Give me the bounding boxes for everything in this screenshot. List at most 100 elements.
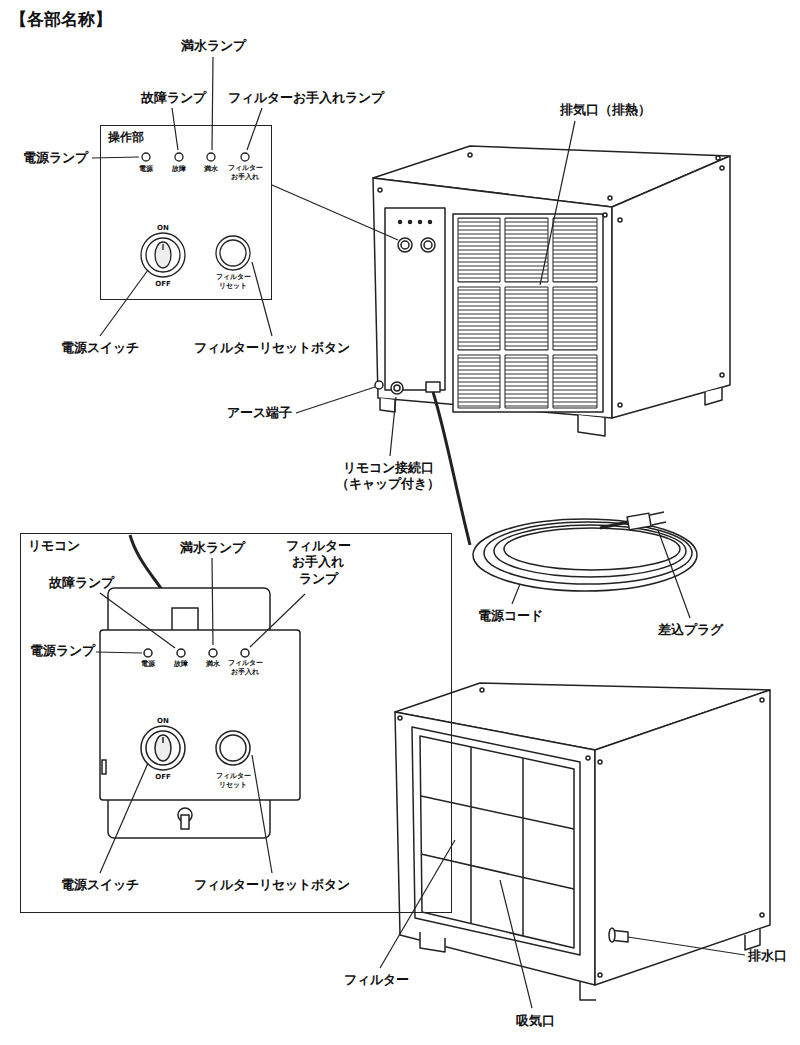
drawing-part bbox=[209, 649, 217, 657]
drawing-part bbox=[162, 737, 164, 743]
button-label: フィルター リセット bbox=[213, 273, 253, 291]
drawing-part bbox=[220, 735, 246, 761]
inset-heading: リモコン bbox=[21, 534, 87, 558]
callout-label: 吸気口 bbox=[516, 1013, 555, 1029]
drawing-part bbox=[433, 392, 470, 545]
callout-label: アース端子 bbox=[227, 405, 292, 421]
callout-label: フィルターリセットボタン bbox=[194, 340, 350, 356]
lamp-label: フィルター お手入れ bbox=[225, 164, 265, 182]
callout-label: 排水口 bbox=[748, 948, 787, 964]
drawing-part bbox=[146, 731, 180, 765]
callout-label: 満水ランプ bbox=[181, 38, 246, 54]
drawing-part bbox=[608, 196, 612, 200]
drawing-part bbox=[760, 913, 764, 917]
drawing-part bbox=[373, 178, 612, 418]
drawing-part bbox=[627, 513, 651, 530]
drawing-part bbox=[553, 218, 597, 282]
main-unit bbox=[373, 146, 730, 591]
drawing-part bbox=[603, 213, 607, 217]
drawing-part bbox=[609, 928, 615, 942]
drawing-part bbox=[420, 932, 445, 952]
drawing-part bbox=[100, 630, 300, 800]
drawing-part bbox=[426, 382, 440, 392]
drawing-part bbox=[220, 240, 246, 266]
drawing-part bbox=[628, 937, 745, 955]
drawing-part bbox=[247, 108, 262, 150]
drawing-part bbox=[512, 584, 520, 604]
drawing-part bbox=[618, 218, 622, 222]
drawing-part bbox=[553, 355, 597, 408]
drawing-part bbox=[96, 652, 142, 653]
drawing-part bbox=[142, 153, 150, 161]
drawing-part bbox=[760, 698, 764, 702]
switch-mark: ON bbox=[157, 224, 169, 233]
lamp-label: 満水 bbox=[206, 660, 220, 669]
drawing-part bbox=[412, 727, 580, 955]
callout-label: 電源ランプ bbox=[23, 150, 88, 166]
drawing-part bbox=[399, 221, 402, 224]
callout-label: 電源ランプ bbox=[30, 643, 95, 659]
callout-label: 排気口（排熱） bbox=[560, 102, 651, 118]
drawing-part bbox=[162, 244, 163, 250]
lamp-label: 満水 bbox=[204, 165, 218, 174]
drawing-part bbox=[100, 593, 175, 648]
drawing-part bbox=[252, 262, 272, 336]
drawing-part bbox=[505, 355, 548, 408]
drawing-part bbox=[395, 712, 595, 985]
drawing-part bbox=[540, 121, 575, 285]
callout-label: 故障ランプ bbox=[49, 575, 114, 591]
drawing-part bbox=[458, 218, 597, 408]
drawing-part bbox=[553, 287, 597, 350]
remote-detail bbox=[100, 535, 300, 838]
drawing-part bbox=[155, 242, 171, 268]
drawing-part bbox=[745, 929, 760, 950]
drawing-part bbox=[216, 236, 250, 270]
drawing-part bbox=[720, 166, 724, 170]
drawing-part bbox=[419, 221, 422, 224]
diagram-title: 【各部名称】 bbox=[10, 8, 112, 31]
lamp-label: 電源 bbox=[139, 165, 153, 174]
drawing-part bbox=[207, 153, 215, 161]
drawing-part bbox=[212, 558, 213, 645]
drawing-part bbox=[421, 238, 435, 252]
drawing-part bbox=[172, 108, 178, 150]
drawing-part bbox=[429, 221, 432, 224]
drawing-part bbox=[500, 880, 532, 1008]
drawing-part bbox=[181, 815, 189, 829]
drawing-part bbox=[380, 398, 395, 412]
drawing-part bbox=[102, 760, 106, 774]
drawing-part bbox=[241, 649, 249, 657]
drawing-part bbox=[175, 153, 183, 161]
drawing-part bbox=[394, 385, 400, 391]
callout-label: 差込プラグ bbox=[658, 622, 723, 638]
drawing-part bbox=[716, 156, 720, 160]
drawing-part bbox=[380, 840, 455, 968]
drawing-part bbox=[586, 756, 590, 760]
drawing-part bbox=[155, 735, 171, 761]
callout-label: フィルターお手入れランプ bbox=[228, 90, 384, 106]
callout-label: 電源スイッチ bbox=[61, 877, 139, 893]
drawing-part bbox=[595, 690, 770, 985]
drawing-part bbox=[705, 388, 722, 405]
drawing-part bbox=[505, 287, 548, 350]
lamp-label: 故障 bbox=[174, 660, 188, 669]
switch-mark: OFF bbox=[155, 773, 171, 782]
drawing-part bbox=[458, 355, 500, 408]
drawing-part bbox=[409, 221, 412, 224]
drawing-part bbox=[600, 522, 628, 528]
drawing-part bbox=[216, 731, 250, 765]
drawing-part bbox=[252, 755, 272, 873]
drawing-part bbox=[598, 760, 602, 764]
callout-label: リモコン接続口 （キャップ付き） bbox=[329, 460, 447, 493]
lamp-label: 電源 bbox=[141, 660, 155, 669]
switch-mark: OFF bbox=[155, 280, 171, 289]
drawing-part bbox=[375, 381, 383, 389]
drawing-part bbox=[468, 153, 472, 157]
drawing-part bbox=[720, 373, 724, 377]
lamp-label: 故障 bbox=[172, 165, 186, 174]
drawing-part bbox=[473, 519, 697, 591]
drawing-part bbox=[484, 522, 692, 584]
drawing-part bbox=[390, 397, 396, 456]
drawing-part bbox=[424, 241, 432, 249]
drawing-part bbox=[144, 649, 152, 657]
